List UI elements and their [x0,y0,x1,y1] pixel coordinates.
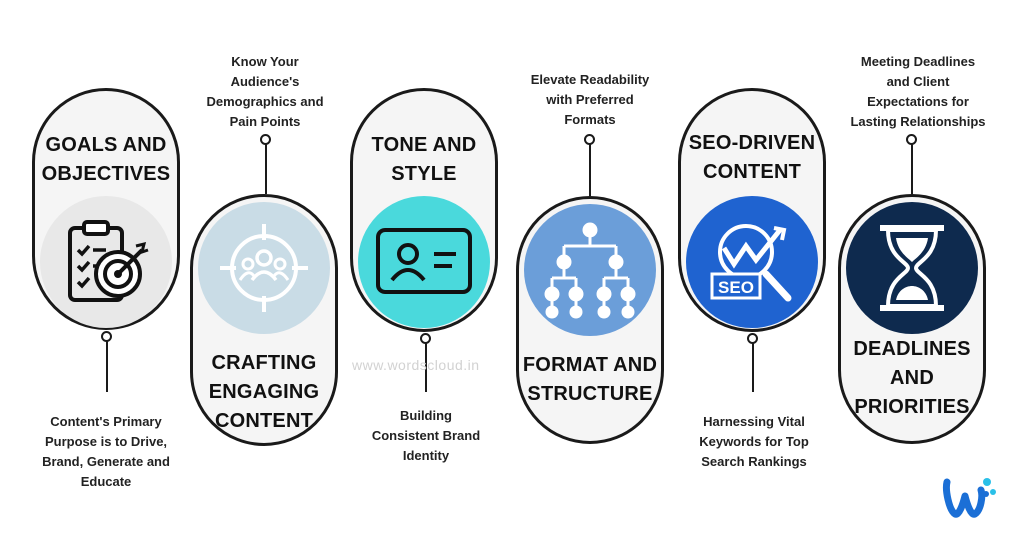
audience-target-icon [220,224,308,312]
step-goals-title: GOALS AND OBJECTIVES [41,134,171,185]
step-format-caption: Elevate Readability with Preferred Forma… [530,72,650,127]
hierarchy-icon [544,222,636,319]
wordscloud-logo [943,478,996,518]
svg-text:SEO: SEO [718,278,754,297]
id-card-icon [376,228,472,294]
step-tone-title: TONE AND STYLE [371,134,477,185]
step-tone-connector-dot [420,333,431,344]
step-format-title: FORMAT AND STRUCTURE [522,354,658,405]
step-crafting-title: CRAFTING ENGAGING CONTENT [208,352,320,432]
step-tone-connector [425,336,427,392]
step-deadlines-caption: Meeting Deadlines and Client Expectation… [850,54,986,129]
step-format-connector [589,140,591,196]
step-deadlines-circle [846,202,978,334]
step-deadlines-title: DEADLINES AND PRIORITIES [853,338,971,418]
hourglass-icon [880,225,944,311]
step-tone-circle [358,196,490,328]
step-seo-circle: SEO [686,196,818,328]
step-tone-caption: Building Consistent Brand Identity [371,408,481,463]
step-format-circle [524,204,656,336]
watermark: www.wordscloud.in [352,357,480,373]
step-crafting-caption: Know Your Audience's Demographics and Pa… [206,54,324,129]
step-crafting-connector [265,140,267,194]
step-crafting-connector-dot [260,134,271,145]
seo-magnifier-icon: SEO [710,224,792,302]
step-seo-connector-dot [747,333,758,344]
step-goals-circle [40,196,172,328]
step-goals-connector-dot [101,331,112,342]
step-deadlines-connector [911,140,913,194]
step-deadlines-connector-dot [906,134,917,145]
step-seo-caption: Harnessing Vital Keywords for Top Search… [699,414,809,469]
step-goals-caption: Content's Primary Purpose is to Drive, B… [42,414,170,489]
step-seo-title: SEO-DRIVEN CONTENT [688,132,816,183]
step-goals-connector [106,334,108,392]
step-crafting-circle [198,202,330,334]
clipboard-target-icon [68,220,149,302]
step-seo-connector [752,336,754,392]
step-format-connector-dot [584,134,595,145]
